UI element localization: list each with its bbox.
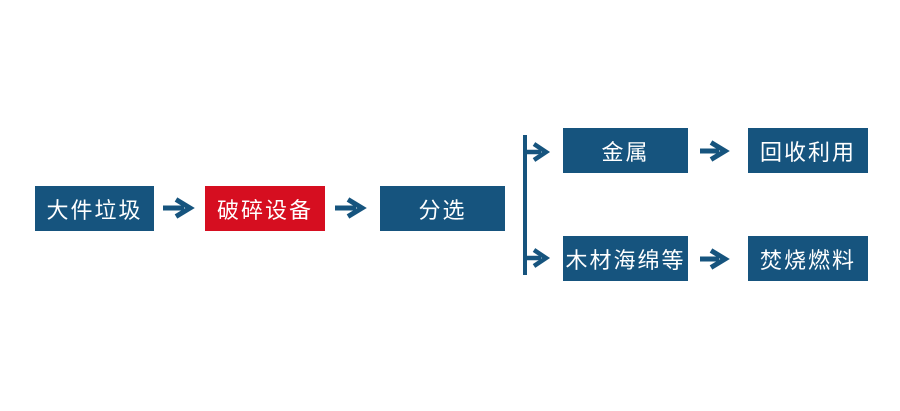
arrow-right-icon [162,197,196,219]
arrow-right-icon [334,197,368,219]
branch-connector-line [523,135,527,275]
arrow-right-icon [526,247,552,269]
arrow-right-icon [526,141,552,163]
node-metal: 金属 [563,128,688,173]
arrow-right-icon [699,248,731,270]
node-crushing-equipment: 破碎设备 [205,186,325,231]
node-incineration-fuel: 焚烧燃料 [748,236,868,281]
node-recycling: 回收利用 [748,128,868,173]
node-sorting: 分选 [380,186,505,231]
node-wood-sponge: 木材海绵等 [563,236,688,281]
arrow-right-icon [699,140,731,162]
node-bulky-waste: 大件垃圾 [35,186,154,231]
